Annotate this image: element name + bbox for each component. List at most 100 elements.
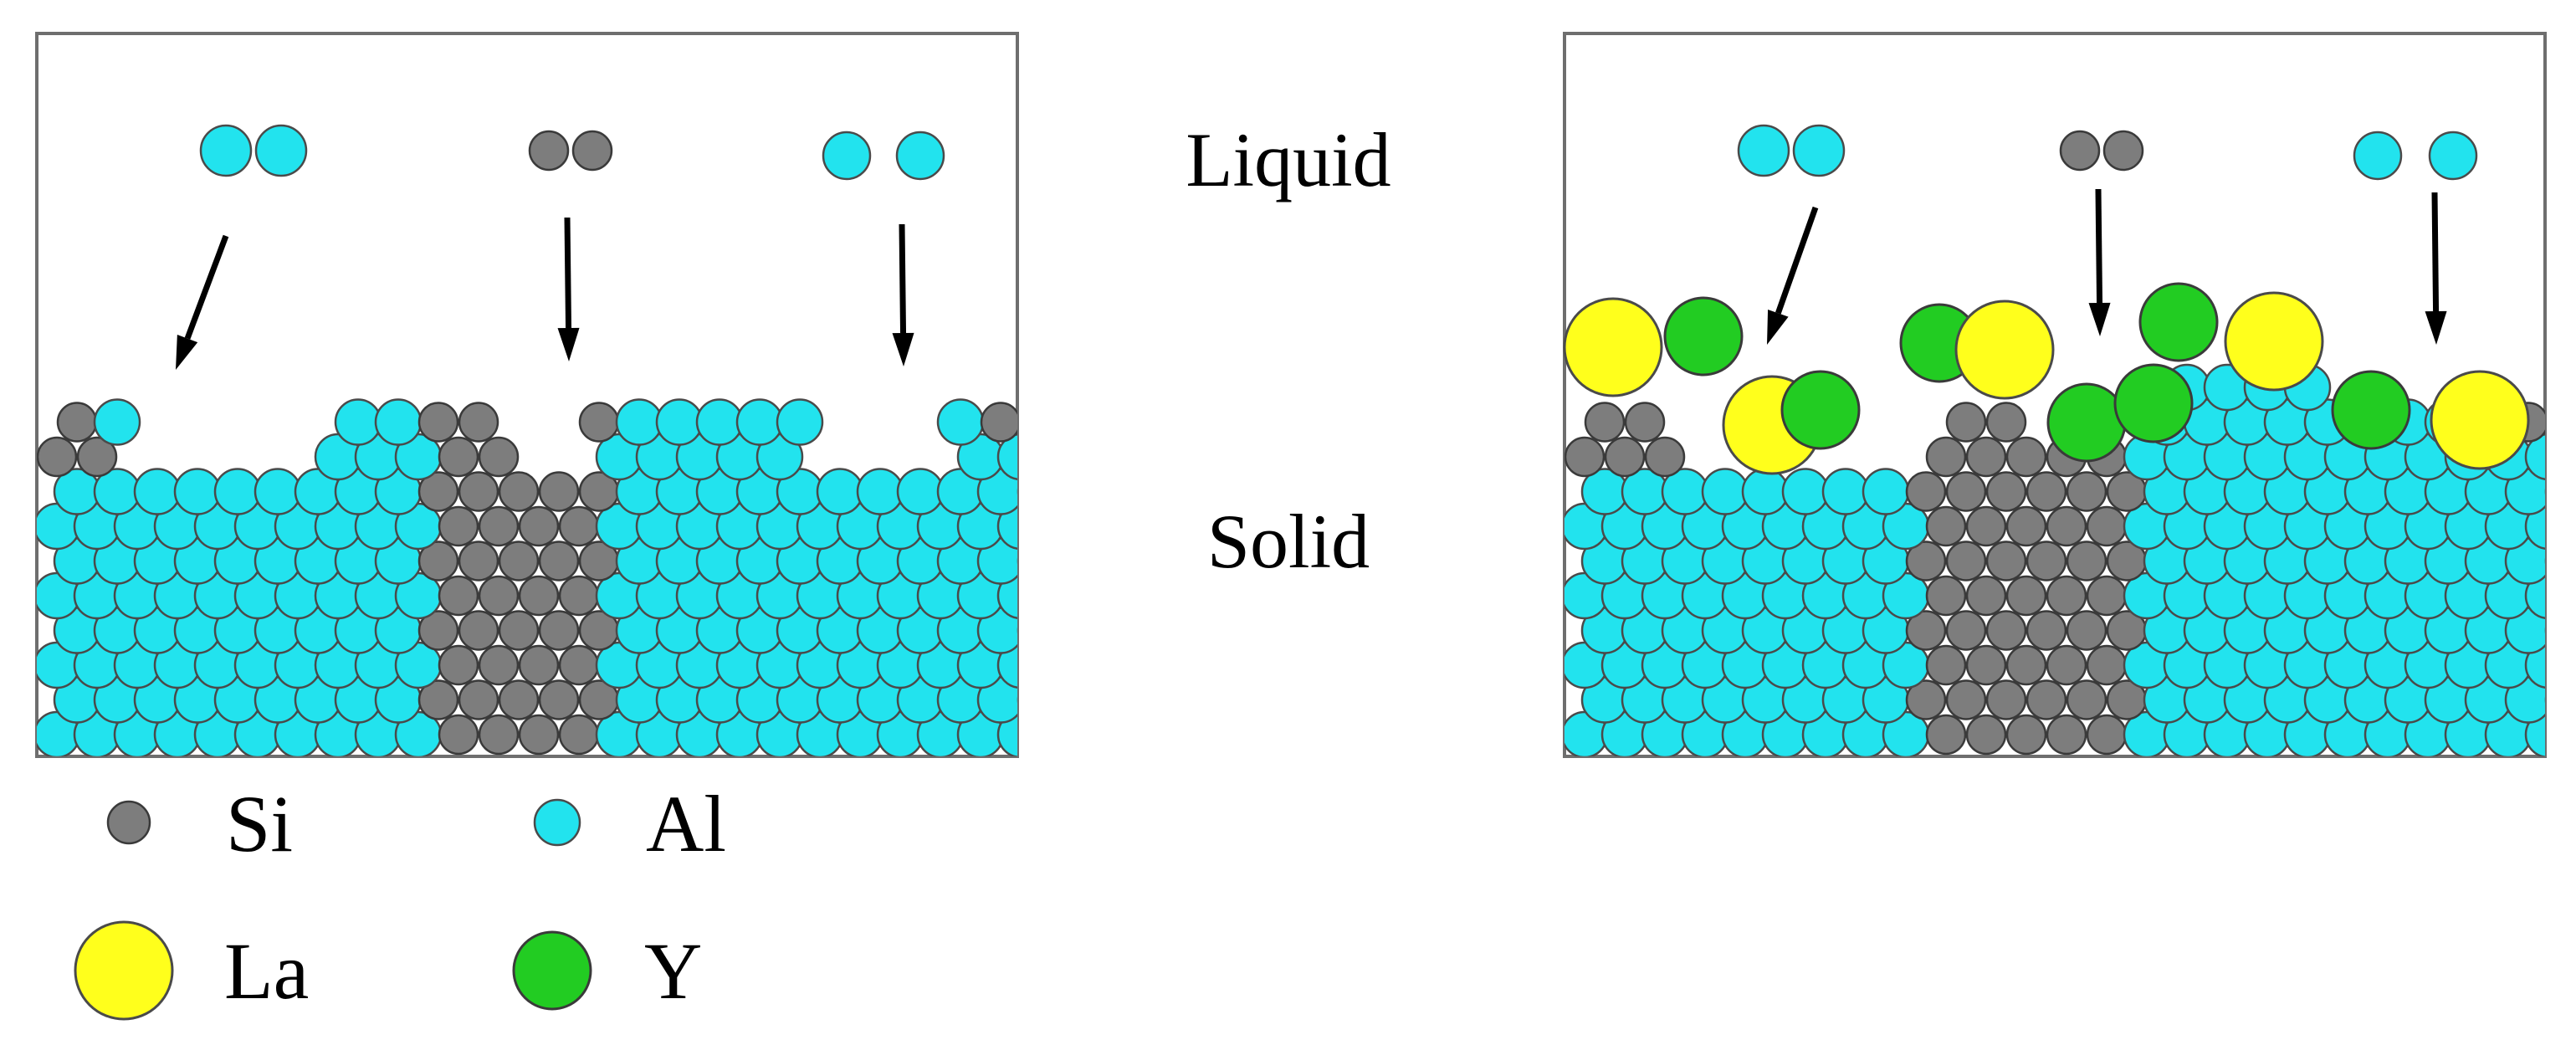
si-atom	[458, 540, 499, 581]
al-atom	[996, 572, 1017, 619]
y-atom	[2113, 363, 2194, 443]
al-atom	[996, 503, 1017, 550]
al-atom	[2544, 627, 2545, 634]
si-atom	[2005, 714, 2047, 756]
si-atom	[2549, 403, 2576, 442]
si-atom	[558, 714, 600, 756]
si-atom	[498, 610, 540, 651]
y-atom	[1780, 370, 1861, 450]
si-atom	[558, 505, 600, 547]
arrow-icon	[892, 223, 914, 366]
si-atom	[538, 540, 580, 581]
si-atom	[37, 436, 78, 478]
legend: Si Al La Y	[74, 779, 726, 1021]
si-atom	[1925, 644, 1967, 686]
si-atom	[478, 505, 520, 547]
si-atom	[2025, 540, 2067, 581]
si-atom	[2005, 436, 2047, 478]
si-atom	[1965, 714, 2007, 756]
si-atom	[478, 436, 520, 478]
arrow-icon	[557, 217, 580, 361]
si-atom	[438, 575, 479, 617]
si-atom	[2025, 610, 2067, 651]
y-atom	[1663, 296, 1744, 377]
si-atom	[1945, 679, 1987, 720]
si-atom	[518, 714, 560, 756]
si-atom	[518, 575, 560, 617]
la-atom	[1954, 300, 2055, 400]
si-atom	[1985, 471, 2027, 512]
la-atom	[2430, 370, 2530, 470]
si-atom	[1584, 402, 1626, 443]
si-atom	[538, 679, 580, 720]
si-atom	[2086, 575, 2128, 617]
arrow-icon	[2088, 188, 2111, 336]
al-atom	[1781, 468, 1830, 515]
right-panel-la-y-atoms	[1563, 282, 2530, 475]
si-atom	[458, 471, 499, 512]
si-atom	[438, 644, 479, 686]
si-atom	[1945, 540, 1987, 581]
arrow-icon	[1767, 206, 1819, 345]
si-atom	[2066, 540, 2107, 581]
al-atom	[2524, 433, 2545, 480]
arrow-icon	[176, 234, 229, 370]
si-atom	[1565, 436, 1606, 478]
legend-la-label: La	[224, 926, 309, 1016]
si-atom	[2066, 471, 2107, 512]
al-atom	[615, 398, 663, 446]
left-panel-arrows	[176, 217, 914, 370]
si-atom	[2046, 505, 2087, 547]
liquid-al-atom	[2428, 131, 2478, 181]
y-atom	[2138, 282, 2219, 362]
si-atom	[438, 714, 479, 756]
si-atom	[1945, 402, 1987, 443]
al-atom	[936, 398, 985, 446]
si-atom	[1965, 436, 2007, 478]
liquid-al-atom	[2353, 131, 2403, 181]
si-atom	[1945, 471, 1987, 512]
si-atom	[2086, 505, 2128, 547]
si-atom	[1985, 610, 2027, 651]
al-atom	[173, 468, 222, 515]
si-atom	[438, 436, 479, 478]
si-atom	[438, 505, 479, 547]
si-atom	[2086, 644, 2128, 686]
al-atom	[1862, 468, 1910, 515]
si-atom	[1965, 644, 2007, 686]
al-atom	[1018, 678, 1063, 723]
al-atom	[776, 398, 824, 446]
al-atom	[133, 468, 182, 515]
al-atom	[856, 468, 904, 515]
si-atom	[56, 402, 98, 443]
la-atom	[1563, 297, 1663, 397]
si-atom	[1905, 471, 1947, 512]
si-atom	[478, 575, 520, 617]
al-atom	[2544, 557, 2545, 565]
si-atom	[1965, 575, 2007, 617]
al-atom	[896, 468, 945, 515]
si-atom	[478, 644, 520, 686]
si-atom	[417, 471, 459, 512]
si-atom	[1965, 505, 2007, 547]
left-panel-atoms	[37, 398, 1063, 756]
si-atom	[498, 540, 540, 581]
liquid-si-atom	[2059, 130, 2101, 172]
si-atom	[538, 471, 580, 512]
si-atom	[2005, 505, 2047, 547]
si-atom	[1925, 505, 1967, 547]
si-atom	[417, 679, 459, 720]
si-atom	[518, 505, 560, 547]
si-atom	[498, 679, 540, 720]
si-atom	[2005, 575, 2047, 617]
si-atom	[2086, 714, 2128, 756]
al-atom	[655, 398, 704, 446]
legend-y-label: Y	[644, 926, 702, 1016]
legend-al-swatch	[533, 798, 581, 847]
liquid-si-atom	[571, 130, 613, 172]
liquid-al-atom	[1792, 124, 1846, 177]
al-atom	[334, 398, 382, 446]
liquid-si-atom	[528, 130, 570, 172]
y-atom	[2331, 370, 2411, 450]
si-atom	[558, 575, 600, 617]
